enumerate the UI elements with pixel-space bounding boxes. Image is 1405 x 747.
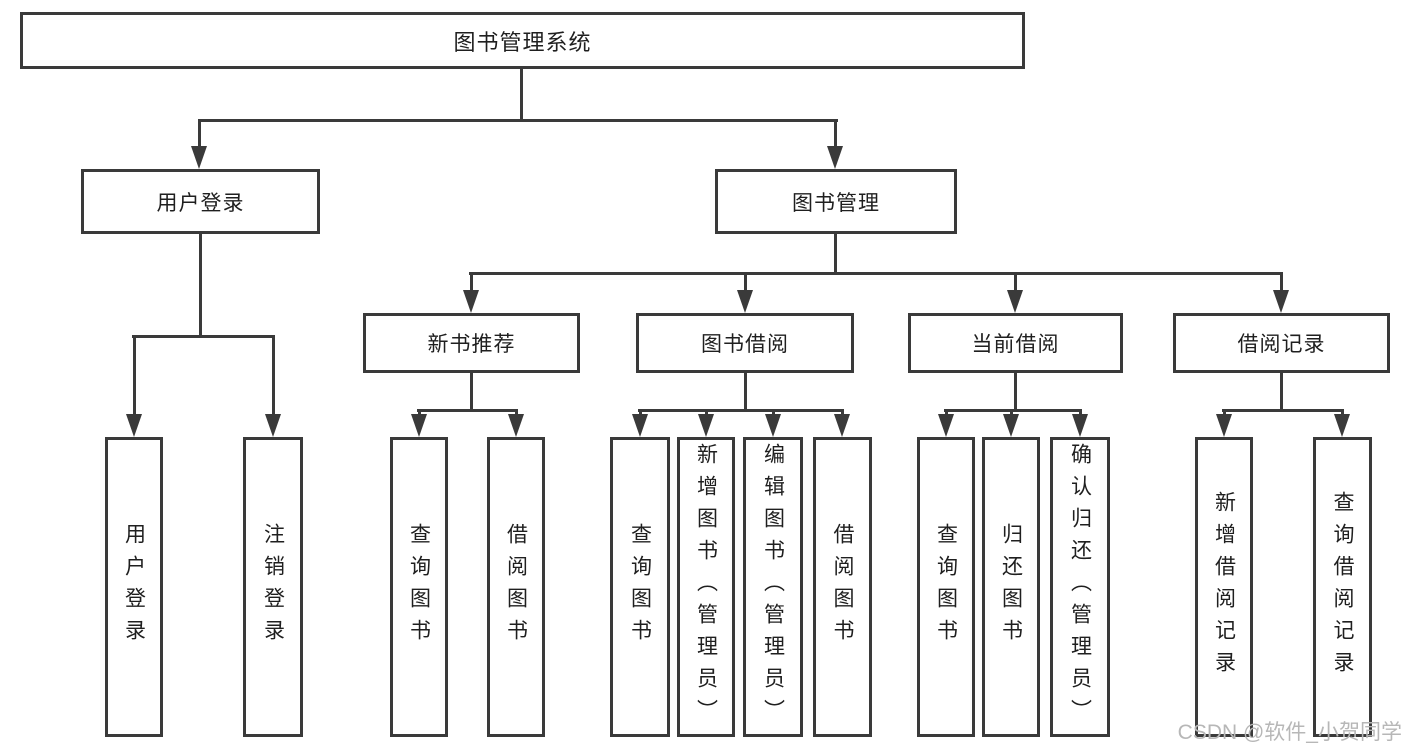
connector-line [834,234,837,272]
connector-line [469,272,1283,275]
arrowhead-down-icon [1003,414,1019,437]
watermark: CSDN @软件_小贺同学 [1177,721,1402,744]
node-user-login: 用户登录 [81,169,320,234]
node-cb-query-book-label: 查询图书 [934,523,958,651]
connector-line [705,409,708,415]
node-book-borrowing-label: 图书借阅 [701,333,789,356]
node-root: 图书管理系统 [20,12,1025,69]
connector-line [744,272,747,291]
connector-line [132,335,275,338]
connector-line [199,234,202,335]
arrowhead-down-icon [191,146,207,169]
arrowhead-down-icon [126,414,142,437]
node-bb-edit-book-admin-label: 编辑图书（管理员） [761,443,785,731]
connector-line [944,409,1082,412]
node-br-add-record-label: 新增借阅记录 [1212,491,1236,683]
node-cb-confirm-return-admin: 确认归还（管理员） [1050,437,1110,737]
node-user-login-label: 用户登录 [156,191,245,215]
node-book-management: 图书管理 [715,169,957,234]
arrowhead-down-icon [1334,414,1350,437]
node-bb-add-book-admin: 新增图书（管理员） [677,437,735,737]
arrowhead-down-icon [1072,414,1088,437]
arrowhead-down-icon [737,290,753,313]
arrowhead-down-icon [834,414,850,437]
connector-line [772,409,775,415]
connector-line [1280,373,1283,409]
connector-line [638,409,844,412]
arrowhead-down-icon [1007,290,1023,313]
arrowhead-down-icon [765,414,781,437]
node-borrowing-records-label: 借阅记录 [1237,333,1326,356]
connector-line [1223,409,1226,415]
connector-line [1341,409,1344,415]
connector-line [198,119,201,147]
arrowhead-down-icon [632,414,648,437]
node-cb-return-book-label: 归还图书 [999,523,1023,651]
connector-line [515,409,518,415]
connector-line [1222,409,1344,412]
node-nbr-query-book-label: 查询图书 [407,523,431,651]
connector-line [1280,272,1283,291]
arrowhead-down-icon [508,414,524,437]
connector-line [272,335,275,415]
connector-line [470,272,473,291]
connector-line [841,409,844,415]
node-logout-action: 注销登录 [243,437,303,737]
connector-line [834,119,837,147]
node-login-action: 用户登录 [105,437,163,737]
node-nbr-query-book: 查询图书 [390,437,448,737]
node-new-book-recommend: 新书推荐 [363,313,580,373]
connector-line [1014,373,1017,409]
node-borrowing-records: 借阅记录 [1173,313,1390,373]
connector-line [744,373,747,409]
node-cb-query-book: 查询图书 [917,437,975,737]
connector-line [945,409,948,415]
arrowhead-down-icon [827,146,843,169]
arrowhead-down-icon [411,414,427,437]
connector-line [198,119,838,122]
arrowhead-down-icon [1273,290,1289,313]
node-cb-confirm-return-admin-label: 确认归还（管理员） [1068,443,1092,731]
node-current-borrowing-label: 当前借阅 [971,333,1060,356]
arrowhead-down-icon [1216,414,1232,437]
connector-line [639,409,642,415]
node-logout-action-label: 注销登录 [261,523,285,651]
connector-line [470,373,473,409]
node-current-borrowing: 当前借阅 [908,313,1123,373]
connector-line [417,409,518,412]
node-new-book-recommend-label: 新书推荐 [427,333,516,356]
node-br-query-record-label: 查询借阅记录 [1331,491,1354,683]
node-bb-query-book: 查询图书 [610,437,670,737]
node-bb-borrow-book-label: 借阅图书 [831,523,854,651]
arrowhead-down-icon [698,414,714,437]
node-book-management-label: 图书管理 [792,191,880,215]
node-br-add-record: 新增借阅记录 [1195,437,1253,737]
node-cb-return-book: 归还图书 [982,437,1040,737]
node-bb-borrow-book: 借阅图书 [813,437,872,737]
arrowhead-down-icon [463,290,479,313]
connector-line [1010,409,1013,415]
node-root-label: 图书管理系统 [453,29,592,55]
node-bb-edit-book-admin: 编辑图书（管理员） [743,437,803,737]
arrowhead-down-icon [938,414,954,437]
connector-line [418,409,421,415]
node-login-action-label: 用户登录 [122,523,146,651]
node-bb-query-book-label: 查询图书 [628,523,652,651]
node-bb-add-book-admin-label: 新增图书（管理员） [694,443,718,731]
connector-line [1079,409,1082,415]
node-nbr-borrow-book-label: 借阅图书 [504,523,528,651]
connector-line [133,335,136,415]
arrowhead-down-icon [265,414,281,437]
node-book-borrowing: 图书借阅 [636,313,854,373]
connector-line [1014,272,1017,291]
node-br-query-record: 查询借阅记录 [1313,437,1372,737]
connector-line [520,68,523,120]
node-nbr-borrow-book: 借阅图书 [487,437,545,737]
